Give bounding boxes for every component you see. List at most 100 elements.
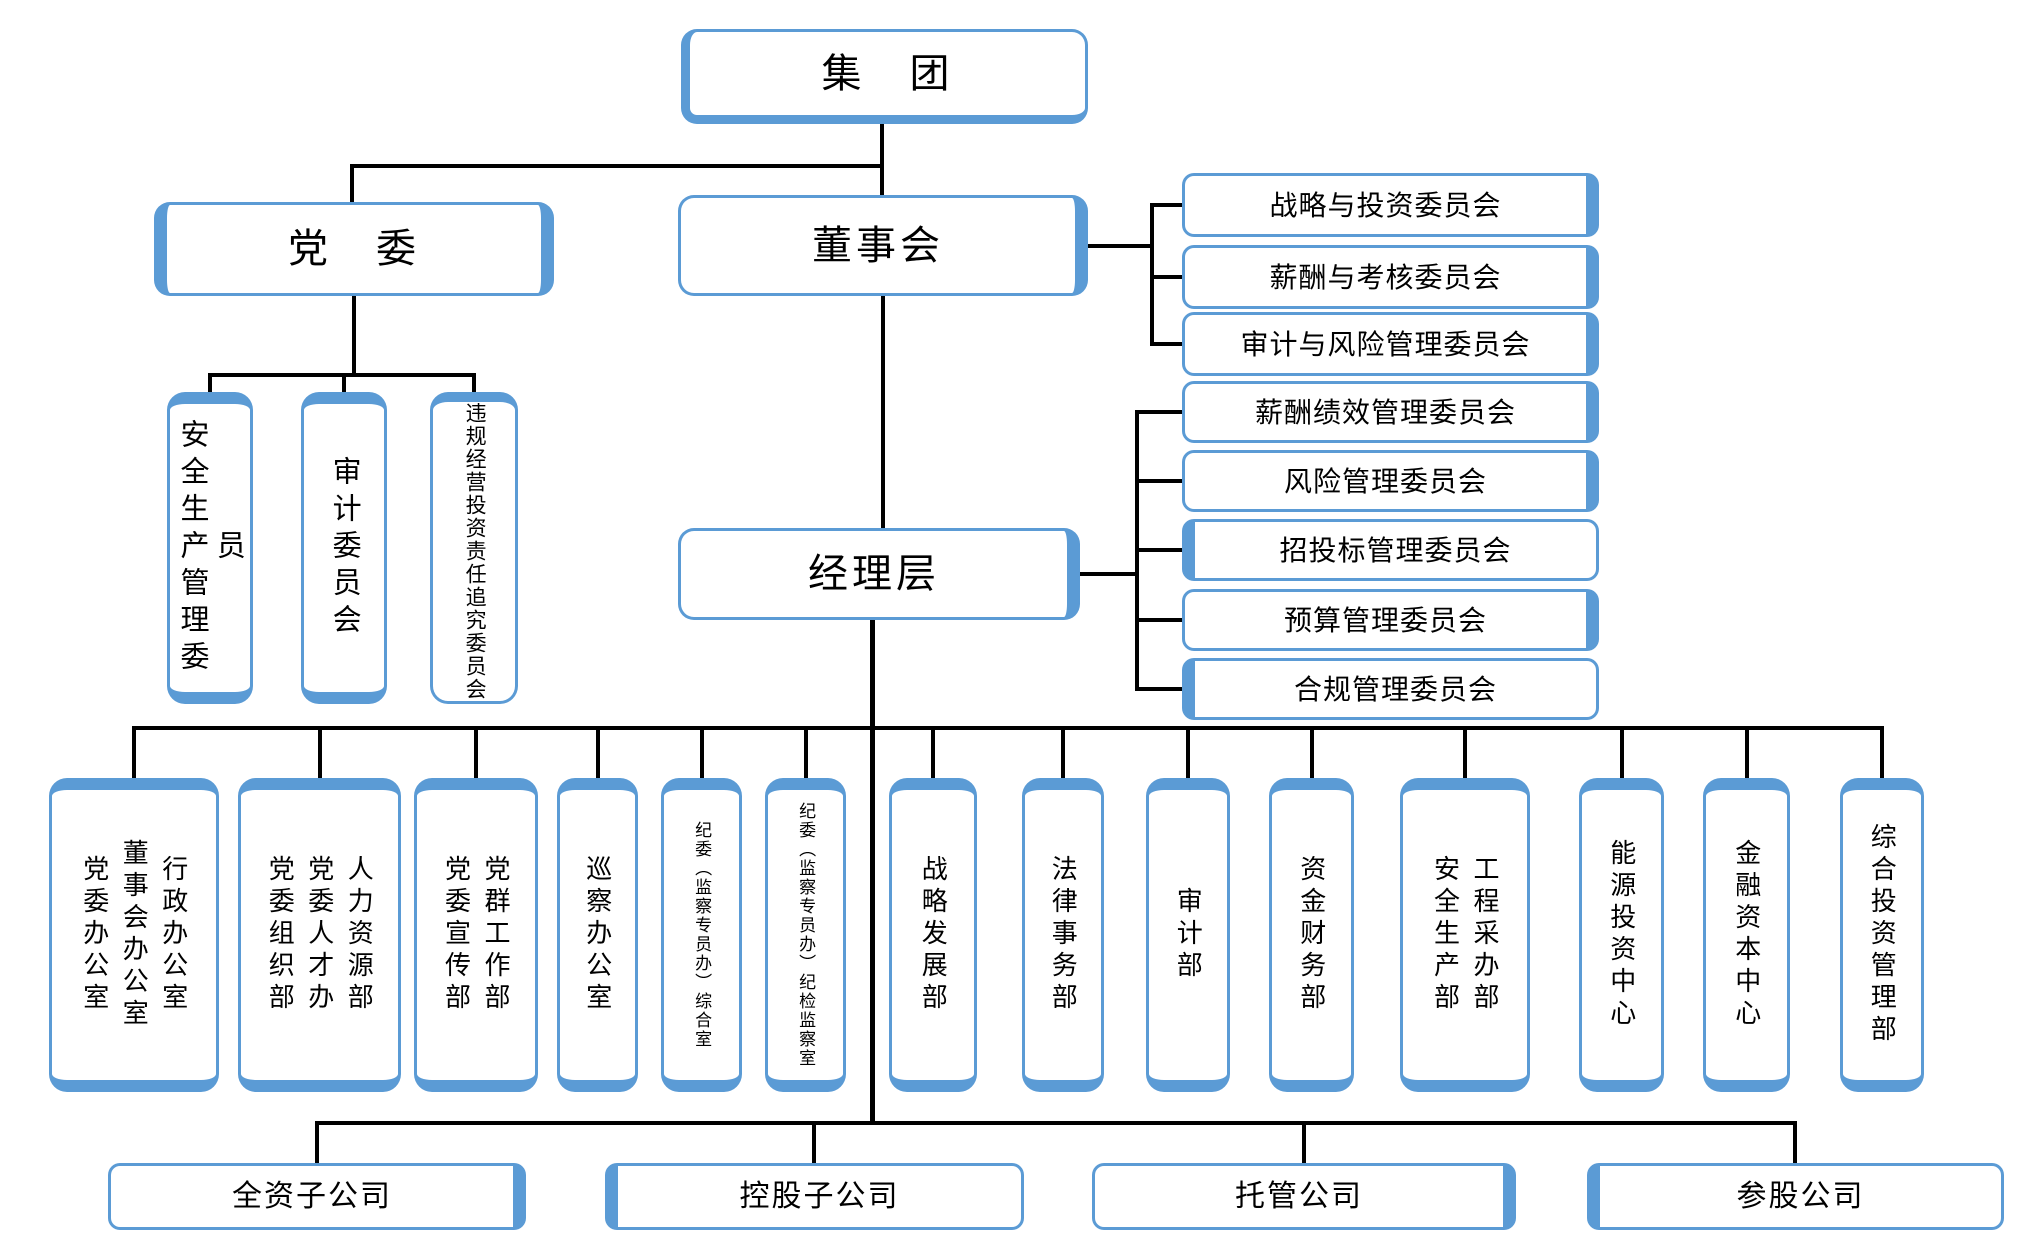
connector-line (132, 726, 1884, 730)
dept-box-comprehensive-investment: 综合投资管理部 (1840, 778, 1924, 1092)
connector-line (1880, 726, 1884, 778)
committee-box-compensation-performance: 薪酬绩效管理委员会 (1182, 381, 1599, 443)
dept-label: 党委办公室 (79, 855, 110, 1015)
org-box-label: 党 委 (288, 227, 420, 271)
dept-label: 能源投资中心 (1606, 839, 1637, 1031)
connector-line (1150, 203, 1184, 207)
connector-line (880, 124, 884, 198)
dept-label: 安全生产部 (1430, 855, 1461, 1015)
dept-label: 纪委（监察专员办）综合室 (692, 821, 712, 1049)
dept-label: 巡察办公室 (582, 855, 613, 1015)
party-sub-box-audit-committee: 审计委员会 (301, 392, 387, 704)
dept-box-discipline-general-office: 纪委（监察专员办）综合室 (661, 778, 742, 1092)
party-sub-label: 安全生产管理委员 (176, 418, 245, 678)
connector-line (318, 726, 322, 778)
connector-line (1745, 726, 1749, 778)
org-box-management: 经理层 (678, 528, 1080, 620)
committee-label: 战略与投资委员会 (1269, 189, 1502, 221)
dept-label: 人力资源部 (344, 855, 375, 1015)
party-sub-box-violation-accountability: 违规经营投资责任追究委员会 (430, 392, 518, 704)
connector-line (1061, 726, 1065, 778)
dept-box-financial-capital-center: 金融资本中心 (1703, 778, 1790, 1092)
party-sub-box-safety-production: 安全生产管理委员 (167, 392, 253, 704)
committee-box-budget-management: 预算管理委员会 (1182, 589, 1599, 651)
connector-line (1620, 726, 1624, 778)
org-box-label: 集 团 (821, 51, 954, 96)
connector-line (350, 166, 354, 202)
subsidiary-label: 全资子公司 (232, 1179, 392, 1213)
dept-box-inspection-office: 巡察办公室 (557, 778, 638, 1092)
dept-label: 资金财务部 (1296, 855, 1327, 1015)
committee-label: 预算管理委员会 (1283, 604, 1487, 636)
connector-line (870, 620, 875, 1125)
connector-line (700, 726, 704, 778)
connector-line (1080, 572, 1137, 576)
committee-box-audit-risk: 审计与风险管理委员会 (1182, 312, 1599, 376)
connector-line (812, 1121, 816, 1163)
org-box-label: 经理层 (808, 552, 940, 596)
dept-box-publicity-masswork: 党委宣传部 党群工作部 (414, 778, 538, 1092)
subsidiary-label: 托管公司 (1235, 1179, 1363, 1213)
committee-label: 薪酬绩效管理委员会 (1254, 396, 1516, 428)
connector-line (931, 726, 935, 778)
subsidiary-box-trusteeship: 托管公司 (1092, 1163, 1516, 1230)
connector-line (1310, 726, 1314, 778)
dept-label: 纪委（监察专员办）纪检监察室 (796, 802, 816, 1068)
dept-label: 董事会办公室 (119, 839, 150, 1031)
connector-line (1150, 203, 1154, 346)
committee-box-compensation-appraisal: 薪酬与考核委员会 (1182, 245, 1599, 309)
connector-line (315, 1121, 319, 1163)
connector-line (804, 726, 808, 778)
connector-line (350, 164, 884, 168)
connector-line (132, 726, 136, 778)
connector-line (342, 375, 346, 394)
connector-line (1135, 618, 1184, 622)
dept-label: 党委宣传部 (441, 855, 472, 1015)
connector-line (1150, 342, 1184, 346)
committee-label: 薪酬与考核委员会 (1269, 261, 1502, 293)
committee-label: 合规管理委员会 (1293, 673, 1497, 705)
committee-box-compliance-management: 合规管理委员会 (1182, 658, 1599, 720)
connector-line (1135, 479, 1184, 483)
dept-box-safety-procurement: 安全生产部 工程采办部 (1400, 778, 1530, 1092)
dept-box-energy-investment-center: 能源投资中心 (1579, 778, 1664, 1092)
connector-line (474, 726, 478, 778)
connector-line (1793, 1121, 1797, 1163)
subsidiary-box-equity-participation: 参股公司 (1587, 1163, 2004, 1230)
subsidiary-box-wholly-owned: 全资子公司 (108, 1163, 526, 1230)
dept-box-treasury-finance: 资金财务部 (1269, 778, 1354, 1092)
connector-line (1135, 687, 1184, 691)
dept-label: 金融资本中心 (1731, 839, 1762, 1031)
connector-line (596, 726, 600, 778)
subsidiary-box-holding: 控股子公司 (605, 1163, 1024, 1230)
committee-box-bidding-management: 招投标管理委员会 (1182, 519, 1599, 581)
committee-box-strategy-investment: 战略与投资委员会 (1182, 173, 1599, 237)
org-box-label: 董事会 (812, 223, 944, 268)
dept-label: 综合投资管理部 (1867, 823, 1898, 1047)
dept-label: 党委组织部 (265, 855, 296, 1015)
connector-line (315, 1121, 1797, 1125)
dept-label: 战略发展部 (918, 855, 949, 1015)
committee-label: 招投标管理委员会 (1279, 534, 1512, 566)
connector-line (881, 296, 885, 528)
committee-label: 风险管理委员会 (1283, 465, 1487, 497)
dept-label: 法律事务部 (1048, 855, 1079, 1015)
dept-label: 党群工作部 (481, 855, 511, 1015)
dept-box-audit: 审计部 (1146, 778, 1230, 1092)
connector-line (208, 375, 212, 394)
connector-line (1150, 275, 1184, 279)
connector-line (352, 296, 356, 375)
committee-box-risk-management: 风险管理委员会 (1182, 450, 1599, 512)
dept-box-legal-affairs: 法律事务部 (1022, 778, 1104, 1092)
committee-label: 审计与风险管理委员会 (1240, 328, 1531, 360)
connector-line (1186, 726, 1190, 778)
connector-line (1135, 410, 1184, 414)
dept-box-organization-hr: 党委组织部 党委人才办 人力资源部 (238, 778, 401, 1092)
org-box-party-committee: 党 委 (154, 202, 554, 296)
connector-line (1302, 1121, 1306, 1163)
dept-box-strategy-development: 战略发展部 (889, 778, 977, 1092)
dept-box-offices: 党委办公室 董事会办公室 行政办公室 (49, 778, 219, 1092)
dept-label: 党委人才办 (304, 855, 335, 1015)
connector-line (1135, 548, 1184, 552)
